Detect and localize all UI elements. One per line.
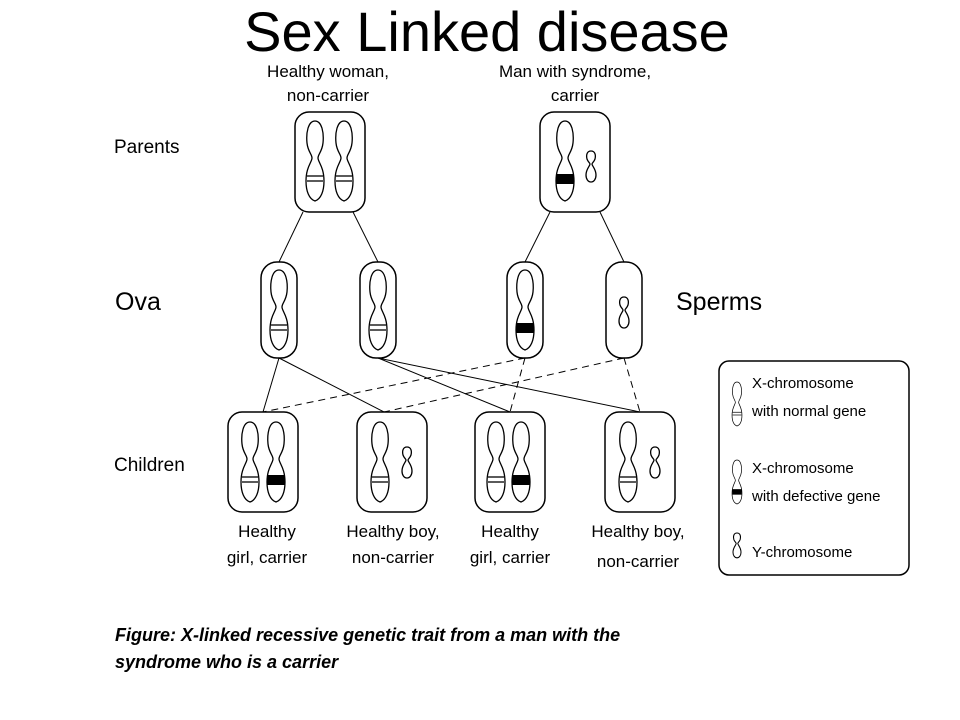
legend-normal-line2: with normal gene bbox=[751, 403, 866, 420]
page-title: Sex Linked disease bbox=[244, 0, 730, 63]
ovum-2 bbox=[359, 261, 397, 359]
child-4-cell bbox=[604, 411, 676, 513]
sperm-y bbox=[605, 261, 643, 359]
child-2-label-line2: non-carrier bbox=[352, 548, 435, 567]
child-2-cell bbox=[356, 411, 428, 513]
row-label-children: Children bbox=[114, 455, 185, 476]
child-3-label-line2: girl, carrier bbox=[470, 548, 551, 567]
child-1-label-line2: girl, carrier bbox=[227, 548, 308, 567]
child-4-label-line1: Healthy boy, bbox=[591, 522, 684, 541]
father-label-line2: carrier bbox=[551, 86, 600, 105]
legend-defective-line2: with defective gene bbox=[751, 488, 880, 505]
row-label-ova: Ova bbox=[115, 288, 161, 316]
child-1-cell bbox=[227, 411, 299, 513]
father-cell bbox=[539, 111, 611, 213]
sperm-x bbox=[506, 261, 544, 359]
child-3-cell bbox=[474, 411, 546, 513]
figure-caption-line2: syndrome who is a carrier bbox=[115, 652, 339, 672]
mother-cell bbox=[294, 111, 366, 213]
legend-normal-line1: X-chromosome bbox=[752, 375, 854, 392]
figure-caption-line1: Figure: X-linked recessive genetic trait… bbox=[115, 625, 620, 645]
mother-label-line1: Healthy woman, bbox=[267, 62, 389, 81]
legend-y-label: Y-chromosome bbox=[752, 544, 852, 561]
father-label-line1: Man with syndrome, bbox=[499, 62, 651, 81]
child-4-label-line2: non-carrier bbox=[597, 552, 680, 571]
legend: X-chromosome with normal gene X-chromoso… bbox=[718, 360, 910, 576]
child-1-label-line1: Healthy bbox=[238, 522, 296, 541]
parent-to-gamete-lines bbox=[278, 211, 625, 263]
child-3-label-line1: Healthy bbox=[481, 522, 539, 541]
row-label-sperms: Sperms bbox=[676, 288, 762, 316]
row-label-parents: Parents bbox=[114, 137, 179, 158]
legend-defective-line1: X-chromosome bbox=[752, 460, 854, 477]
child-2-label-line1: Healthy boy, bbox=[346, 522, 439, 541]
mother-label-line2: non-carrier bbox=[287, 86, 370, 105]
gamete-to-child-lines bbox=[262, 357, 641, 413]
ovum-1 bbox=[260, 261, 298, 359]
